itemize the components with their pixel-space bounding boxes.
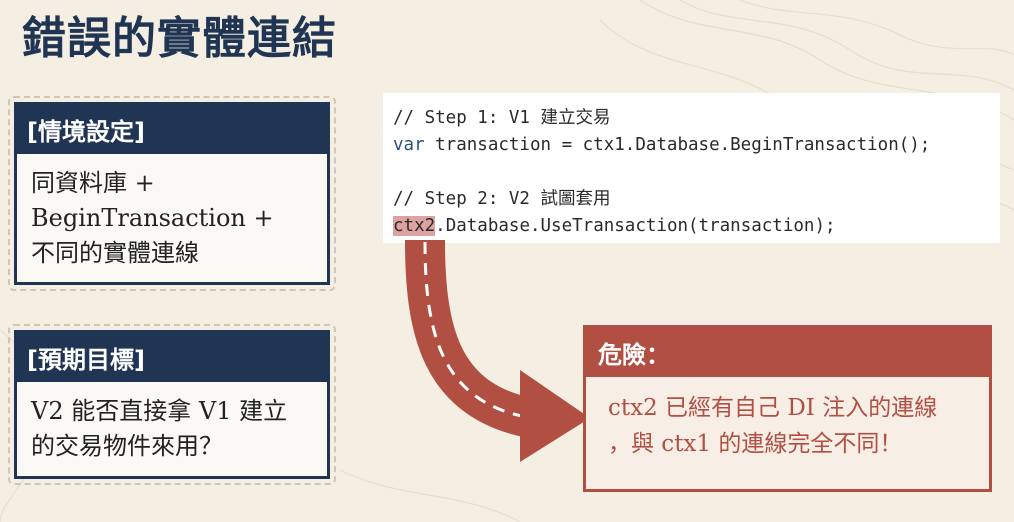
page-title: 錯誤的實體連結: [22, 13, 337, 64]
danger-line: ，與 ctx1 的連線完全不同！: [608, 430, 903, 457]
expectation-body: V2 能否直接拿 V1 建立 的交易物件來用？: [17, 382, 327, 476]
expectation-line: V2 能否直接拿 V1 建立: [31, 397, 288, 425]
danger-body: ctx2 已經有自己 DI 注入的連線 ，與 ctx1 的連線完全不同！: [586, 377, 989, 462]
code-line: ctx2.Database.UseTransaction(transaction…: [393, 213, 990, 240]
expectation-card-frame: [預期目標] V2 能否直接拿 V1 建立 的交易物件來用？: [8, 324, 336, 485]
scenario-line: 不同的實體連線: [31, 238, 199, 267]
code-line-comment: // Step 1: V1 建立交易: [393, 108, 611, 128]
code-line-comment: // Step 2: V2 試圖套用: [393, 189, 611, 209]
code-highlight: ctx2: [393, 216, 436, 236]
scenario-card: [情境設定] 同資料庫 + BeginTransaction + 不同的實體連線: [14, 102, 330, 286]
scenario-line: 同資料庫 +: [31, 169, 155, 197]
code-block: // Step 1: V1 建立交易 var transaction = ctx1…: [383, 93, 1000, 243]
expectation-card: [預期目標] V2 能否直接拿 V1 建立 的交易物件來用？: [14, 330, 330, 479]
danger-heading: 危險：: [586, 328, 989, 377]
code-blank-line: [393, 159, 990, 186]
scenario-body: 同資料庫 + BeginTransaction + 不同的實體連線: [17, 154, 327, 282]
curved-road-arrow: [405, 240, 590, 462]
code-text: .Database.UseTransaction(transaction);: [435, 216, 836, 236]
danger-line: ctx2 已經有自己 DI 注入的連線: [608, 395, 938, 421]
expectation-heading: [預期目標]: [17, 333, 327, 382]
code-keyword: var: [393, 135, 425, 155]
code-text: transaction = ctx1.Database.BeginTransac…: [424, 135, 931, 155]
scenario-line: BeginTransaction +: [31, 203, 274, 232]
scenario-card-frame: [情境設定] 同資料庫 + BeginTransaction + 不同的實體連線: [8, 96, 336, 292]
expectation-line: 的交易物件來用？: [31, 431, 223, 460]
code-line: var transaction = ctx1.Database.BeginTra…: [393, 132, 990, 159]
danger-box: 危險： ctx2 已經有自己 DI 注入的連線 ，與 ctx1 的連線完全不同！: [583, 325, 992, 492]
scenario-heading: [情境設定]: [17, 105, 327, 154]
